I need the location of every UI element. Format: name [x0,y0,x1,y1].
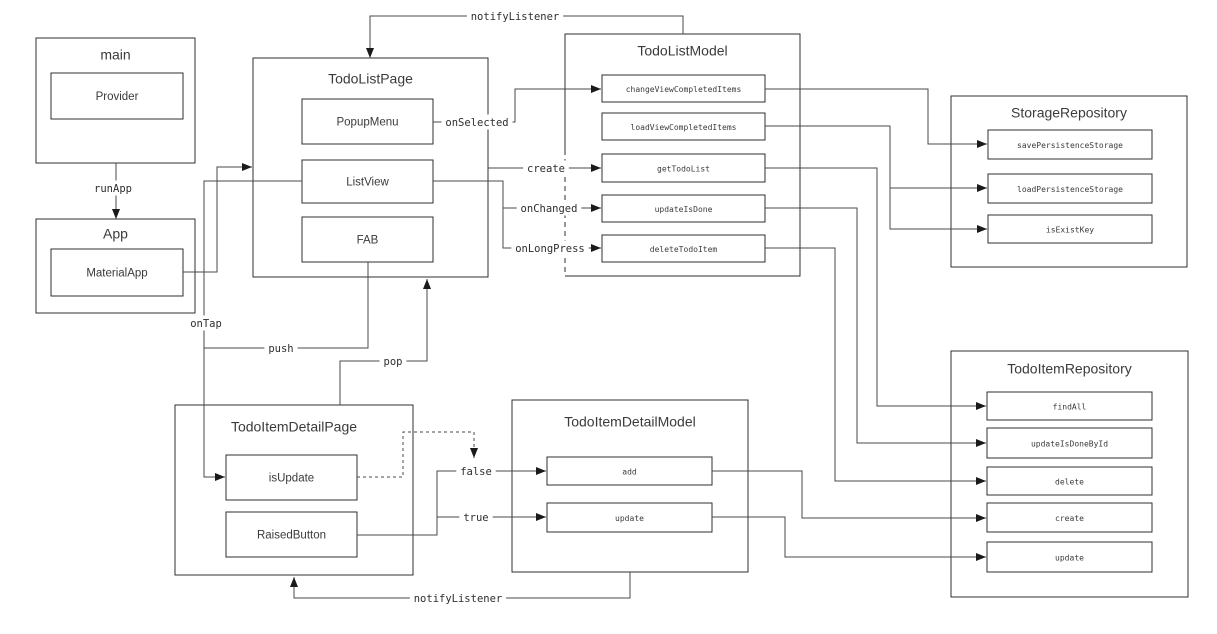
node-MaterialApp-label: MaterialApp [86,268,147,280]
node-getTodoList [601,153,766,183]
edge-label-push: push [268,343,293,355]
edge-label-bg [441,114,513,130]
edge-label-runApp: runApp [94,183,132,195]
edge-label-onSelected: onSelected [445,117,508,129]
node-Provider-label: Provider [96,91,139,103]
connector-isupdate-condition [357,431,478,478]
edge-label-onLongPress: onLongPress [515,243,585,255]
edge-label-notifyListener: notifyListener [414,593,503,605]
group-todo-list-model-title: TodoListModel [637,43,727,59]
node-MaterialApp [50,248,184,297]
node-isExistKey-label: isExistKey [1046,226,1094,235]
connector-deletetodoitem-to-delete [765,247,986,485]
connector-pop [339,279,431,405]
edge-label-bg [186,315,226,331]
node-deleteTodoItem [601,234,766,263]
node-updateIsDoneById [986,427,1153,459]
group-todo-item-detail-page-title: TodoItemDetailPage [231,419,357,435]
edge-label-bg [409,590,507,606]
edge-label-onTap: onTap [190,318,222,330]
node-loadPersistenceStorage-label: loadPersistenceStorage [1017,185,1123,194]
node-ListView-label: ListView [346,177,389,189]
edge-label-onChanged: onChanged [521,203,578,215]
group-todo-item-detail-model-box [511,399,749,573]
connector-gettodolist-to-findall [765,167,986,410]
edge-label-bg [264,340,298,356]
node-ListView [301,159,434,204]
node-updateIsDone [601,194,766,223]
edge-label-bg [90,180,136,196]
node-PopupMenu-label: PopupMenu [336,117,398,129]
edge-label-true: true [463,512,488,524]
node-RaisedButton [225,511,358,558]
node-savePersistenceStorage-label: savePersistenceStorage [1017,141,1123,150]
edge-label-bg [379,353,407,369]
node-add [546,456,713,486]
node-PopupMenu [301,98,434,145]
node-update-label: update [1055,554,1084,563]
node-updateIsDoneById-label: updateIsDoneById [1031,440,1108,449]
group-todo-item-repository-title: TodoItemRepository [1007,361,1132,377]
node-findAll-label: findAll [1053,403,1087,412]
group-todo-item-detail-model-title: TodoItemDetailModel [564,414,696,430]
group-todo-list-page-title: TodoListPage [328,71,413,87]
edge-label-bg [516,200,582,216]
node-changeViewCompletedItems-label: changeViewCompletedItems [626,85,742,94]
group-app-title: App [103,226,128,242]
node-update [986,541,1153,573]
edge-label-false: false [460,466,492,478]
edge-label-bg [459,509,493,525]
node-savePersistenceStorage [987,129,1153,160]
connector-materialapp-to-todolistpage [183,163,252,273]
connector-changeview-to-save [765,88,987,148]
node-delete [986,466,1153,496]
edge-label-notifyListener: notifyListener [471,11,560,23]
node-loadPersistenceStorage [987,173,1153,204]
edge-label-create: create [527,163,565,175]
connector-push [204,262,369,349]
node-FAB [301,216,434,263]
connector-updateisdone-to-updateisdonebyid [765,207,986,447]
node-RaisedButton-label: RaisedButton [257,530,326,542]
node-update-label: update [615,514,644,523]
group-main-title: main [100,47,130,63]
node-changeViewCompletedItems [601,74,766,103]
node-getTodoList-label: getTodoList [657,165,710,174]
edge-label-bg [466,8,564,24]
node-delete-label: delete [1055,478,1084,487]
edge-label-bg [456,463,496,479]
connector-update-to-update [712,516,986,561]
connector-add-to-create [712,470,986,522]
edge-label-bg [511,240,589,256]
node-Provider [50,72,184,120]
node-updateIsDone-label: updateIsDone [655,205,713,214]
node-FAB-label: FAB [357,235,379,247]
node-create-label: create [1055,514,1084,523]
edge-label-bg [523,160,569,176]
node-add-label: add [622,468,637,477]
group-storage-repository-title: StorageRepository [1011,105,1127,121]
node-findAll [986,391,1153,421]
node-deleteTodoItem-label: deleteTodoItem [650,245,718,254]
node-isExistKey [987,214,1153,244]
connector-loadview-to-isexistkey [765,125,987,233]
node-update [546,502,713,533]
edge-label-pop: pop [384,356,403,368]
node-loadViewCompletedItems-label: loadViewCompletedItems [631,123,737,132]
node-create [986,502,1153,533]
node-isUpdate-label: isUpdate [269,473,314,485]
